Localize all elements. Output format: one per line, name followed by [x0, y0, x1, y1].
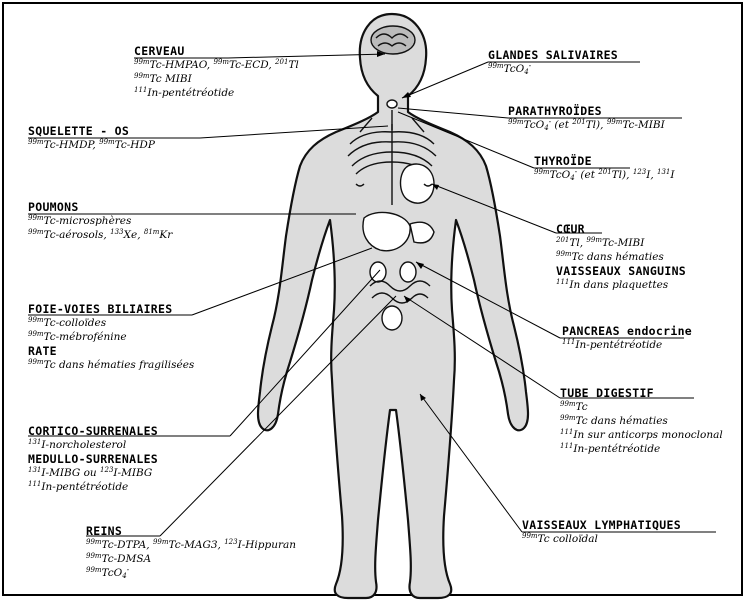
parathyroides-title: PARATHYROÏDES — [508, 104, 665, 118]
label-coeur: CŒUR 201Tl, 99mTc-MIBI 99mTc dans hémati… — [556, 222, 686, 292]
glandes-title: GLANDES SALIVAIRES — [488, 48, 618, 62]
kidney-right — [400, 262, 416, 282]
glandes-line-1: 99mTcO4- — [488, 62, 618, 76]
medullo-line-1: 131I-MIBG ou 123I-MIBG — [28, 466, 158, 480]
cortico-line-1: 131I-norcholesterol — [28, 438, 158, 452]
thyroide-title: THYROÏDE — [534, 154, 675, 168]
label-tube: TUBE DIGESTIF 99mTc 99mTc dans hématies … — [560, 386, 723, 456]
vaisseaux-sanguins-line-1: 111In dans plaquettes — [556, 278, 686, 292]
label-glandes: GLANDES SALIVAIRES 99mTcO4- — [488, 48, 618, 76]
label-cerveau: CERVEAU 99mTc-HMPAO, 99mTc-ECD, 201Tl 99… — [134, 44, 299, 100]
lymph-line-1: 99mTc colloïdal — [522, 532, 681, 546]
reins-title: REINS — [86, 524, 296, 538]
pancreas-title: PANCREAS endocrine — [562, 324, 692, 338]
foie-line-1: 99mTc-colloïdes — [28, 316, 194, 330]
thyroid-shape — [387, 100, 397, 108]
medullo-line-2: 111In-pentétréotide — [28, 480, 158, 494]
medullo-title: MEDULLO-SURRENALES — [28, 452, 158, 466]
reins-line-1: 99mTc-DTPA, 99mTc-MAG3, 123I-Hippuran — [86, 538, 296, 552]
rate-title: RATE — [28, 344, 194, 358]
cerveau-line-2: 99mTc MIBI — [134, 72, 299, 86]
coeur-line-2: 99mTc dans hématies — [556, 250, 686, 264]
reins-line-2: 99mTc-DMSA — [86, 552, 296, 566]
label-cortico: CORTICO-SURRENALES 131I-norcholesterol M… — [28, 424, 158, 494]
vaisseaux-sanguins-title: VAISSEAUX SANGUINS — [556, 264, 686, 278]
label-pancreas: PANCREAS endocrine 111In-pentétréotide — [562, 324, 692, 352]
cerveau-line-1: 99mTc-HMPAO, 99mTc-ECD, 201Tl — [134, 58, 299, 72]
tube-title: TUBE DIGESTIF — [560, 386, 723, 400]
reins-line-3: 99mTcO4- — [86, 566, 296, 580]
lymph-title: VAISSEAUX LYMPHATIQUES — [522, 518, 681, 532]
poumons-line-2: 99mTc-aérosols, 133Xe, 81mKr — [28, 228, 172, 242]
label-reins: REINS 99mTc-DTPA, 99mTc-MAG3, 123I-Hippu… — [86, 524, 296, 580]
rate-line-1: 99mTc dans hématies fragilisées — [28, 358, 194, 372]
tube-line-3: 111In sur anticorps monoclonal — [560, 428, 723, 442]
heart-shape — [401, 164, 435, 203]
pancreas-line-1: 111In-pentétréotide — [562, 338, 692, 352]
foie-title: FOIE-VOIES BILIAIRES — [28, 302, 194, 316]
label-parathyroides: PARATHYROÏDES 99mTcO4- (et 201Tl), 99mTc… — [508, 104, 665, 132]
label-thyroide: THYROÏDE 99mTcO4- (et 201Tl), 123I, 131I — [534, 154, 675, 182]
label-squelette: SQUELETTE - OS 99mTc-HMDP, 99mTc-HDP — [28, 124, 155, 152]
tube-line-1: 99mTc — [560, 400, 723, 414]
coeur-line-1: 201Tl, 99mTc-MIBI — [556, 236, 686, 250]
squelette-line-1: 99mTc-HMDP, 99mTc-HDP — [28, 138, 155, 152]
label-foie: FOIE-VOIES BILIAIRES 99mTc-colloïdes 99m… — [28, 302, 194, 372]
cerveau-title: CERVEAU — [134, 44, 299, 58]
coeur-title: CŒUR — [556, 222, 686, 236]
tube-line-4: 111In-pentétréotide — [560, 442, 723, 456]
bladder-shape — [382, 306, 402, 330]
poumons-title: POUMONS — [28, 200, 172, 214]
label-lymph: VAISSEAUX LYMPHATIQUES 99mTc colloïdal — [522, 518, 681, 546]
thyroide-line-1: 99mTcO4- (et 201Tl), 123I, 131I — [534, 168, 675, 182]
brain-shape — [371, 26, 415, 54]
foie-line-2: 99mTc-mébrofénine — [28, 330, 194, 344]
parathyroides-line-1: 99mTcO4- (et 201Tl), 99mTc-MIBI — [508, 118, 665, 132]
cortico-title: CORTICO-SURRENALES — [28, 424, 158, 438]
tube-line-2: 99mTc dans hématies — [560, 414, 723, 428]
poumons-line-1: 99mTc-microsphères — [28, 214, 172, 228]
cerveau-line-3: 111In-pentétréotide — [134, 86, 299, 100]
squelette-title: SQUELETTE - OS — [28, 124, 155, 138]
label-poumons: POUMONS 99mTc-microsphères 99mTc-aérosol… — [28, 200, 172, 242]
